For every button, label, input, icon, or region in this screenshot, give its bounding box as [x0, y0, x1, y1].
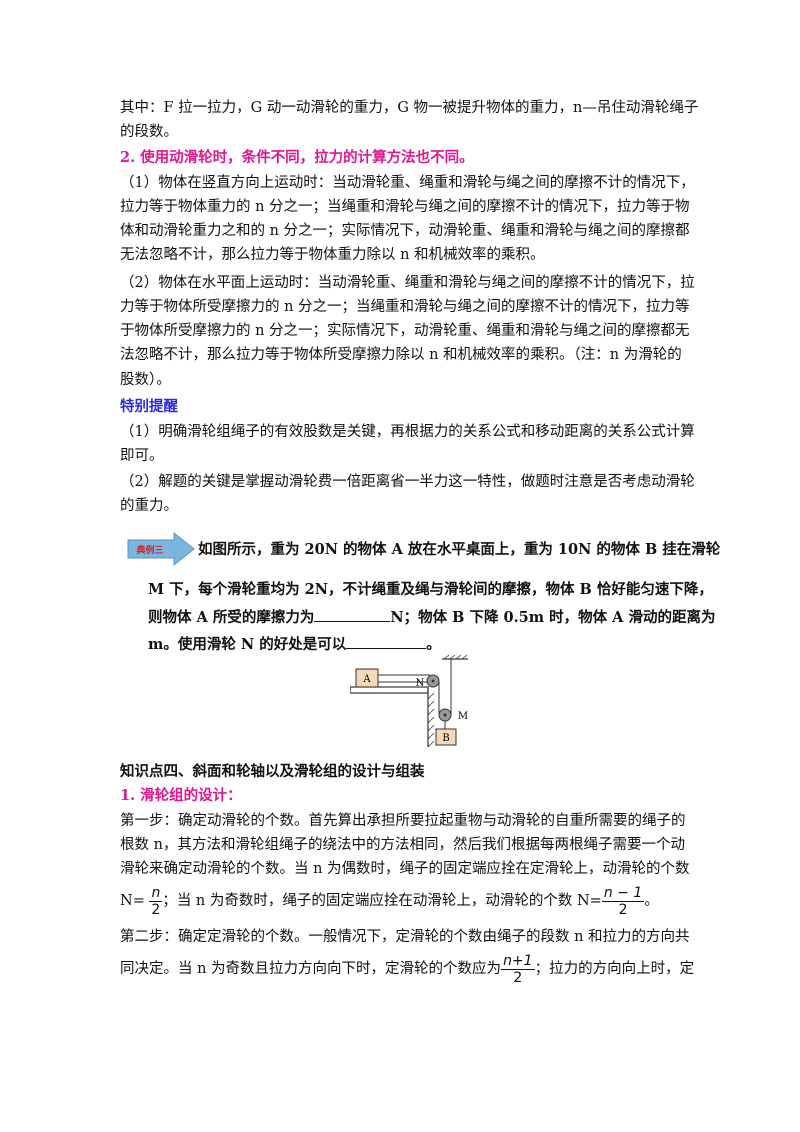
- text-line: 拉力等于物体重力的 n 分之一；当绳重和滑轮与绳之间的摩擦不计的情况下，拉力等于…: [120, 199, 690, 215]
- block-b-label: B: [442, 733, 449, 744]
- text-line: （1）物体在竖直方向上运动时：当动滑轮重、绳重和滑轮与绳之间的摩擦不计的情况下，: [120, 175, 695, 191]
- knowledge-heading: 知识点四、斜面和轮轴以及滑轮组的设计与组装: [120, 763, 425, 780]
- example-text-part: m。使用滑轮 N 的好处是可以: [148, 636, 347, 653]
- text-line: 体和动滑轮重力之和的 n 分之一；实际情况下，动滑轮重、绳重和滑轮与绳之间的摩擦…: [120, 223, 690, 239]
- text-line: 的重力。: [120, 498, 178, 514]
- fraction-n-over-2: n 2: [149, 884, 163, 918]
- text-part: ；拉力的方向向上时，定: [534, 961, 695, 977]
- pulley-m-label: M: [458, 711, 468, 722]
- answer-blank-benefit[interactable]: [346, 634, 427, 649]
- pulley-diagram: A N M B: [350, 655, 468, 748]
- text-line: （1）明确滑轮组绳子的有效股数是关键，再根据力的关系公式和移动距离的关系公式计算: [120, 424, 695, 440]
- example-text: 如图所示，重为 20N 的物体 A 放在水平桌面上，重为 10N 的物体 B 挂…: [198, 541, 721, 558]
- text-line-with-fraction: 同决定。当 n 为奇数且拉力方向向下时，定滑轮的个数应为 n+1 2 ；拉力的方…: [120, 952, 694, 986]
- fraction-numerator: n+1: [503, 952, 533, 969]
- fraction-n-minus-1-over-2: n − 1 2: [601, 884, 645, 918]
- fraction-denominator: 2: [501, 968, 535, 986]
- text-line: 无法忽略不计，那么拉力等于物体重力除以 n 和机械效率的乘积。: [120, 247, 545, 263]
- text-part: N=: [120, 893, 145, 909]
- text-line: 即可。: [120, 448, 164, 464]
- text-line: （2）物体在水平面上运动时：当动滑轮重、绳重和滑轮与绳之间的摩擦不计的情况下，拉: [120, 275, 695, 291]
- example-text-part: 。: [426, 636, 441, 653]
- answer-blank-friction[interactable]: [314, 607, 391, 622]
- example-tag-arrow-icon: 典例三: [127, 531, 195, 567]
- text-line: 于物体所受摩擦力的 n 分之一；实际情况下，动滑轮重、绳重和滑轮与绳之间的摩擦都…: [120, 323, 690, 339]
- text-part: ；当 n 为奇数时，绳子的固定端应拴在动滑轮上，动滑轮的个数 N=: [162, 893, 602, 909]
- text-line: 第二步：确定定滑轮的个数。一般情况下，定滑轮的个数由绳子的段数 n 和拉力的方向…: [120, 929, 690, 945]
- text-line-with-fractions: N= n 2 ；当 n 为奇数时，绳子的固定端应拴在动滑轮上，动滑轮的个数 N=…: [120, 884, 659, 918]
- example-text: M 下，每个滑轮重均为 2N，不计绳重及绳与滑轮间的摩擦，物体 B 恰好能匀速下…: [148, 581, 713, 598]
- text-line: 其中：F 拉一拉力，G 动一动滑轮的重力，G 物一被提升物体的重力，n—吊住动滑…: [120, 100, 699, 116]
- tip-heading: 特别提醒: [120, 398, 178, 415]
- text-line: 根数 n，其方法和滑轮组绳子的绕法中的方法相同，然后我们根据每两根绳子需要一个动: [120, 837, 685, 853]
- text-part: 同决定。当 n 为奇数且拉力方向向下时，定滑轮的个数应为: [120, 961, 502, 977]
- text-part: 。: [644, 893, 659, 909]
- example-text-part: 则物体 A 所受的摩擦力为: [148, 609, 315, 626]
- section-heading: 1. 滑轮组的设计：: [120, 787, 242, 804]
- text-line: 滑轮来确定动滑轮的个数。当 n 为偶数时，绳子的固定端应拴在定滑轮上，动滑轮的个…: [120, 861, 690, 877]
- example-tag-label: 典例三: [136, 544, 163, 556]
- fraction-n-plus-1-over-2: n+1 2: [501, 953, 535, 986]
- text-line: （2）解题的关键是掌握动滑轮费一倍距离省一半力这一特性，做题时注意是否考虑动滑轮: [120, 474, 695, 490]
- example-text: 则物体 A 所受的摩擦力为 N；物体 B 下降 0.5m 时，物体 A 滑动的距离…: [148, 607, 715, 628]
- fraction-numerator: n − 1: [603, 884, 643, 901]
- block-a-label: A: [362, 674, 371, 685]
- text-line: 第一步：确定动滑轮的个数。首先算出承担所要拉起重物与动滑轮的自重所需要的绳子的: [120, 813, 686, 829]
- fraction-denominator: 2: [149, 900, 163, 918]
- text-line: 的段数。: [120, 124, 178, 140]
- text-line: 股数）。: [120, 372, 171, 388]
- pulley-n-label: N: [416, 678, 425, 689]
- fraction-numerator: n: [151, 884, 161, 901]
- section-heading: 2. 使用动滑轮时，条件不同，拉力的计算方法也不同。: [120, 149, 474, 166]
- example-text-part: N；物体 B 下降 0.5m 时，物体 A 滑动的距离为: [390, 609, 716, 626]
- example-text: m。使用滑轮 N 的好处是可以 。: [148, 634, 441, 655]
- fraction-denominator: 2: [601, 900, 645, 918]
- text-line: 力等于物体所受摩擦力的 n 分之一；当绳重和滑轮与绳之间的摩擦不计的情况下，拉力…: [120, 299, 690, 315]
- text-line: 法忽略不计，那么拉力等于物体所受摩擦力除以 n 和机械效率的乘积。（注：n 为滑…: [120, 347, 682, 363]
